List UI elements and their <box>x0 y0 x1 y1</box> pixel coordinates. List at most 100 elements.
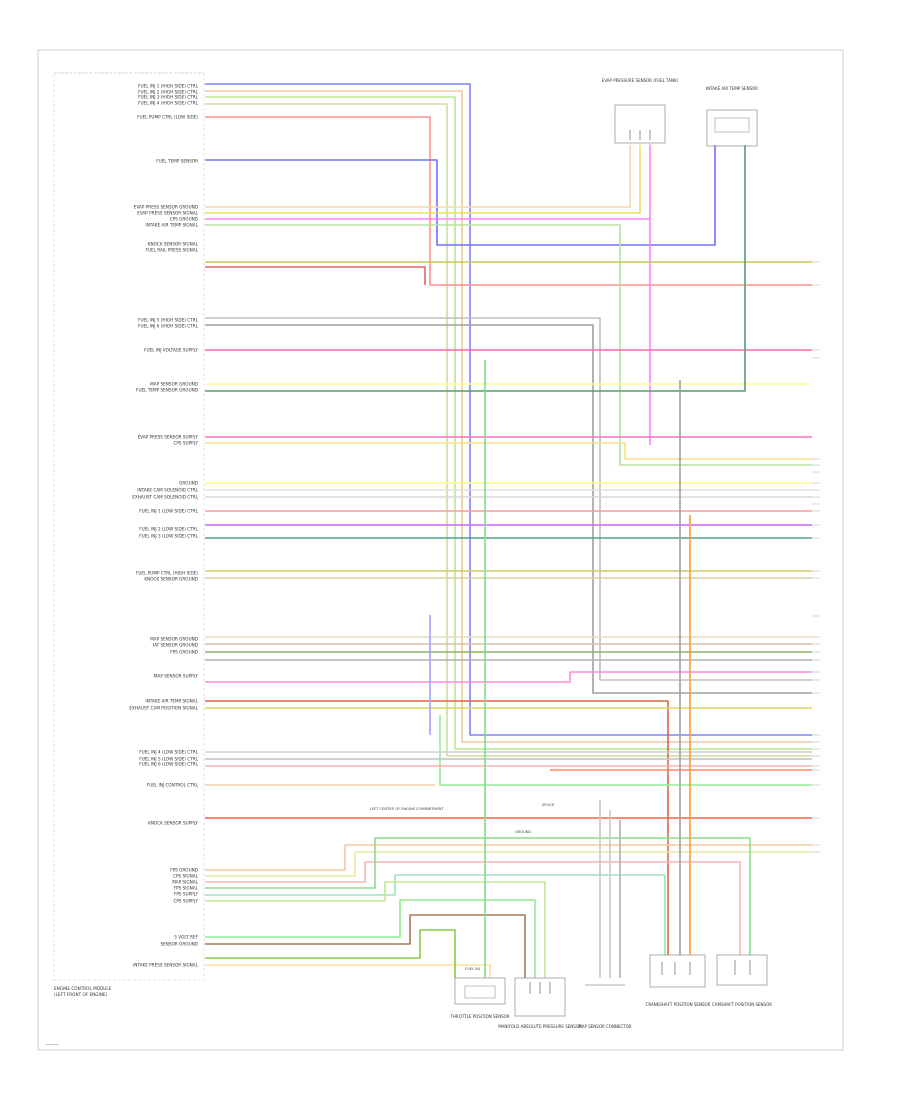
wire <box>439 715 812 786</box>
ecm-label: CPS SUPPLY <box>173 441 198 446</box>
note-location: LEFT CENTER OF ENGINE COMPARTMENT <box>370 807 444 811</box>
ecm-label: FUEL INJ 3 (HIGH SIDE) CTRL <box>138 95 199 100</box>
ecm-label: FUEL INJ 1 (HIGH SIDE) CTRL <box>138 84 199 89</box>
ecm-label: EXHAUST CAM SOLENOID CTRL <box>132 495 198 500</box>
ecm-label: FUEL INJ 3 (LOW SIDE) CTRL <box>139 534 198 539</box>
component-camshaft-position-sensor: CAMSHAFT POSITION SENSOR <box>712 954 772 1007</box>
ecm-title: ENGINE CONTROL MODULE <box>54 986 112 991</box>
note-fuel-inj: FUEL INJ <box>465 967 480 971</box>
svg-text:MANIFOLD ABSOLUTE PRESSURE SEN: MANIFOLD ABSOLUTE PRESSURE SENSOR <box>498 1024 582 1029</box>
ecm-label: CPS SIGNAL <box>173 874 199 879</box>
wire <box>205 899 536 978</box>
ecm-label: EVAP PRESS SENSOR SUPPLY <box>138 435 199 440</box>
wire <box>205 671 812 683</box>
wire <box>205 929 456 978</box>
wire <box>205 964 491 978</box>
wire <box>205 844 812 871</box>
ecm-label: MAP SENSOR GROUND <box>150 637 198 642</box>
footer-code: ——— <box>46 1042 59 1047</box>
wire <box>205 145 716 246</box>
ecm-label: FUEL PUMP CTRL (LOW SIDE) <box>137 115 198 120</box>
component-map-connector: MAP SENSOR CONNECTOR <box>578 984 632 1029</box>
component-crankshaft-position-sensor: CRANKSHAFT POSITION SENSOR <box>646 954 711 1007</box>
wire <box>205 116 812 286</box>
ecm-label: FUEL INJ 6 (HIGH SIDE) CTRL <box>138 324 199 329</box>
wire <box>205 881 546 978</box>
wire <box>205 874 666 955</box>
wire <box>205 144 651 445</box>
ecm-label: KNOCK SENSOR GROUND <box>144 577 198 582</box>
ecm-label: IAT SENSOR GROUND <box>153 643 198 648</box>
component-map-sensor: MANIFOLD ABSOLUTE PRESSURE SENSOR <box>498 977 582 1029</box>
wire-harness <box>205 83 812 978</box>
ecm-label: FPS GROUND <box>170 650 198 655</box>
wire <box>205 83 812 736</box>
ecm-label: FUEL INJ 5 (HIGH SIDE) CTRL <box>138 318 199 323</box>
component-throttle-position-sensor: THROTTLE POSITION SENSOR <box>449 977 510 1019</box>
wire <box>205 145 631 208</box>
wire <box>205 861 741 955</box>
ecm-label: FUEL INJ 4 (LOW SIDE) CTRL <box>139 750 198 755</box>
ecm-label: EXHAUST CAM POSITION SIGNAL <box>129 706 198 711</box>
ecm-label: FUEL INJ 6 (LOW SIDE) CTRL <box>139 762 198 767</box>
ecm-label: MAP SENSOR GROUND <box>150 382 198 387</box>
note-splice: SPLICE <box>542 803 555 807</box>
ecm-label: SENSOR GROUND <box>160 942 198 947</box>
wire <box>205 317 812 681</box>
wire <box>205 442 812 460</box>
ecm-label: CPS GROUND <box>170 217 198 222</box>
wire <box>205 103 812 757</box>
ecm-label: EVAP PRESS SENSOR SIGNAL <box>137 211 198 216</box>
ecm-label: FUEL INJ 2 (HIGH SIDE) CTRL <box>138 90 199 95</box>
ecm-label: INTAKE AIR TEMP SIGNAL <box>145 223 198 228</box>
ecm-label: FUEL PUMP CTRL (HIGH SIDE) <box>136 571 198 576</box>
note-ground: GROUND <box>515 830 531 834</box>
ecm-label: FUEL INJ CONTROL CTRL <box>147 783 199 788</box>
ecm-label: FUEL INJ VOLTAGE SUPPLY <box>144 348 198 353</box>
ecm-label: MAP SENSOR SUPPLY <box>154 674 199 679</box>
ecm-label: 5 VOLT REF <box>174 935 198 940</box>
ecm-label: FUEL INJ 4 (HIGH SIDE) CTRL <box>138 101 199 106</box>
wire <box>205 914 526 978</box>
ecm-label: INTAKE PRESS SENSOR SIGNAL <box>133 963 199 968</box>
component-evap-pressure-sensor: EVAP PRESSURE SENSOR (FUEL TANK) <box>602 78 679 144</box>
svg-text:INTAKE AIR TEMP SENSOR: INTAKE AIR TEMP SENSOR <box>706 86 758 91</box>
ecm-label: FPS SIGNAL <box>174 886 199 891</box>
ecm-box <box>53 72 205 981</box>
ecm-label: FUEL INJ 5 (LOW SIDE) CTRL <box>139 757 198 762</box>
svg-text:THROTTLE POSITION SENSOR: THROTTLE POSITION SENSOR <box>449 1014 509 1019</box>
ecm-label: INTAKE CAM SOLENOID CTRL <box>137 488 198 493</box>
wire <box>205 224 812 466</box>
svg-text:EVAP PRESSURE SENSOR (FUEL TAN: EVAP PRESSURE SENSOR (FUEL TANK) <box>602 78 679 83</box>
wire <box>205 324 812 694</box>
wire <box>205 700 669 955</box>
ecm-label: FUEL TEMP SENSOR GROUND <box>136 388 198 393</box>
ecm-label: CPS SUPPLY <box>173 899 198 904</box>
diagram-frame <box>37 49 844 1051</box>
ecm-label: KNOCK SENSOR SIGNAL <box>148 242 199 247</box>
svg-text:CRANKSHAFT POSITION SENSOR: CRANKSHAFT POSITION SENSOR <box>646 1002 711 1007</box>
ecm-label: KNOCK SENSOR SUPPLY <box>148 821 198 826</box>
wire <box>205 96 812 750</box>
component-intake-air-temp-sensor: INTAKE AIR TEMP SENSOR <box>706 86 758 147</box>
svg-text:CAMSHAFT POSITION SENSOR: CAMSHAFT POSITION SENSOR <box>712 1002 772 1007</box>
wire <box>205 145 746 392</box>
svg-text:MAP SENSOR CONNECTOR: MAP SENSOR CONNECTOR <box>578 1024 632 1029</box>
ecm-label: INTAKE AIR TEMP SIGNAL <box>145 699 198 704</box>
wire <box>205 266 426 285</box>
wire <box>205 837 751 955</box>
ecm-label: FUEL INJ 1 (LOW SIDE) CTRL <box>139 509 198 514</box>
wire <box>205 90 812 743</box>
ecm-label: GROUND <box>179 481 198 486</box>
ecm-label: EVAP PRESS SENSOR GROUND <box>134 205 198 210</box>
wire <box>205 851 812 877</box>
wire <box>205 145 641 214</box>
ecm-label: FUEL TEMP SENSOR <box>156 159 198 164</box>
ecm-label: FPS SUPPLY <box>174 892 198 897</box>
ecm-subtitle: (LEFT FRONT OF ENGINE) <box>54 992 108 997</box>
ecm-label: MAP SIGNAL <box>172 880 198 885</box>
ecm-label: FUEL RAIL PRESS SIGNAL <box>146 248 199 253</box>
ecm-label: FPS GROUND <box>170 868 198 873</box>
